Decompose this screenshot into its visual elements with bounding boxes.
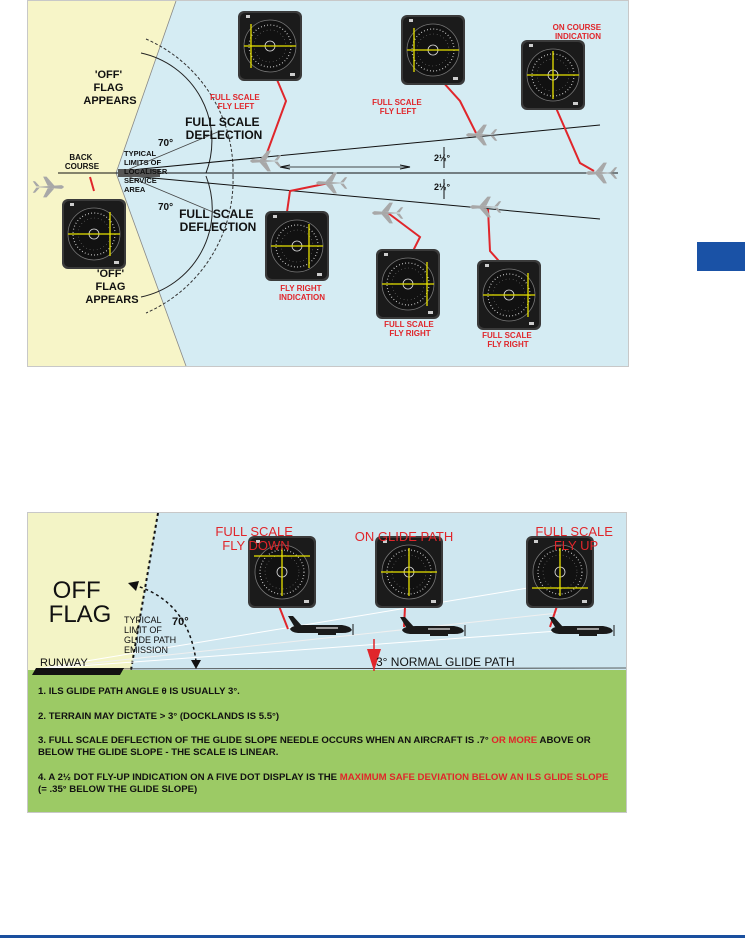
fly-right-2-label: FULL SCALE FLY RIGHT bbox=[482, 331, 534, 349]
note-3-num: 3. bbox=[38, 735, 47, 746]
footer-rule bbox=[0, 935, 745, 938]
fly-right-1-label: FULL SCALE FLY RIGHT bbox=[384, 320, 436, 338]
fly-left-2-label: FULL SCALE FLY LEFT bbox=[372, 98, 424, 116]
note-4-num: 4. bbox=[38, 772, 47, 783]
cdi-back-course bbox=[61, 198, 127, 270]
half-angle-bottom-label: 2½° bbox=[434, 182, 451, 192]
fly-right-label: FLY RIGHT INDICATION bbox=[279, 284, 325, 302]
note-3-after-text: ABOVE OR BELOW THE GLIDE SLOPE - THE SCA… bbox=[38, 735, 591, 758]
note-3-text: FULL SCALE DEFLECTION OF THE GLIDE SLOPE… bbox=[48, 735, 489, 746]
cdi-full-scale-fly-right-2 bbox=[476, 259, 542, 331]
off-flag-top-label: 'OFF' FLAG APPEARS bbox=[83, 69, 136, 107]
cdi-on-course bbox=[520, 39, 586, 111]
angle-bottom-label: 70° bbox=[158, 202, 173, 213]
cdi-full-scale-fly-left-1 bbox=[237, 10, 303, 82]
note-4-after-text: (= .35° BELOW THE GLIDE SLOPE) bbox=[38, 784, 198, 795]
fly-up-label: FULL SCALE FLY UP bbox=[535, 524, 616, 553]
angle-label: 70° bbox=[172, 616, 189, 628]
localiser-diagram: 'OFF' FLAG APPEARS 'OFF' FLAG APPEARS BA… bbox=[27, 0, 629, 367]
normal-glide-path-label: 3° NORMAL GLIDE PATH bbox=[376, 655, 515, 669]
runway-label: RUNWAY bbox=[40, 657, 88, 669]
fly-down-label: FULL SCALE FLY DOWN bbox=[215, 524, 296, 553]
note-2-text: TERRAIN MAY DICTATE > 3° (DOCKLANDS IS 5… bbox=[48, 711, 280, 722]
note-4: 4. A 2½ DOT FLY-UP INDICATION ON A FIVE … bbox=[38, 772, 613, 796]
cdi-full-scale-fly-left-2 bbox=[400, 14, 466, 86]
fly-left-1-label: FULL SCALE FLY LEFT bbox=[210, 93, 262, 111]
aircraft-fly-up bbox=[548, 616, 615, 637]
cdi-full-scale-fly-right-1 bbox=[375, 248, 441, 320]
half-angle-top-label: 2½° bbox=[434, 153, 451, 163]
on-glide-path-label: ON GLIDE PATH bbox=[355, 529, 453, 544]
gs-indicator-fly-up bbox=[525, 535, 595, 609]
aircraft-fly-right-far bbox=[470, 196, 502, 218]
note-4-red-text: MAXIMUM SAFE DEVIATION BELOW AN ILS GLID… bbox=[337, 772, 609, 783]
note-3-red-text: OR MORE bbox=[488, 735, 538, 746]
note-2: 2. TERRAIN MAY DICTATE > 3° (DOCKLANDS I… bbox=[38, 711, 279, 723]
off-flag-label: OFF FLAG bbox=[49, 577, 112, 628]
typical-limit-label: TYPICAL LIMIT OF GLIDE PATH EMISSION bbox=[124, 615, 179, 655]
note-1: 1. ILS GLIDE PATH ANGLE θ IS USUALLY 3°. bbox=[38, 686, 240, 698]
chapter-tab bbox=[697, 242, 745, 271]
note-4-text: A 2½ DOT FLY-UP INDICATION ON A FIVE DOT… bbox=[48, 772, 338, 783]
on-course-label: ON COURSE INDICATION bbox=[553, 23, 604, 41]
cdi-fly-right bbox=[264, 210, 330, 282]
deflection-top-label: FULL SCALE DEFLECTION bbox=[185, 115, 263, 142]
note-1-num: 1. bbox=[38, 686, 47, 697]
aircraft-fly-left-near bbox=[250, 150, 282, 172]
back-course-label: BACK COURSE bbox=[65, 153, 100, 171]
aircraft-on-course bbox=[586, 162, 618, 184]
deflection-bottom-label: FULL SCALE DEFLECTION bbox=[179, 207, 257, 234]
aircraft-fly-right-near bbox=[316, 172, 348, 194]
off-flag-bottom-label: 'OFF' FLAG APPEARS bbox=[85, 268, 138, 306]
gs-indicator-fly-down bbox=[247, 535, 317, 609]
aircraft-fly-left-far bbox=[466, 124, 498, 146]
gs-indicator-on-glide-path bbox=[374, 535, 444, 609]
note-2-num: 2. bbox=[38, 711, 47, 722]
typical-limits-label: TYPICAL LIMITS OF LOCALISER SERVICE AREA bbox=[124, 149, 169, 194]
note-1-text: ILS GLIDE PATH ANGLE θ IS USUALLY 3°. bbox=[48, 686, 240, 697]
angle-top-label: 70° bbox=[158, 138, 173, 149]
glide-path-diagram: OFF FLAG TYPICAL LIMIT OF GLIDE PATH EMI… bbox=[27, 512, 627, 813]
note-3: 3. FULL SCALE DEFLECTION OF THE GLIDE SL… bbox=[38, 735, 613, 759]
aircraft-on-glide-path bbox=[399, 616, 466, 637]
